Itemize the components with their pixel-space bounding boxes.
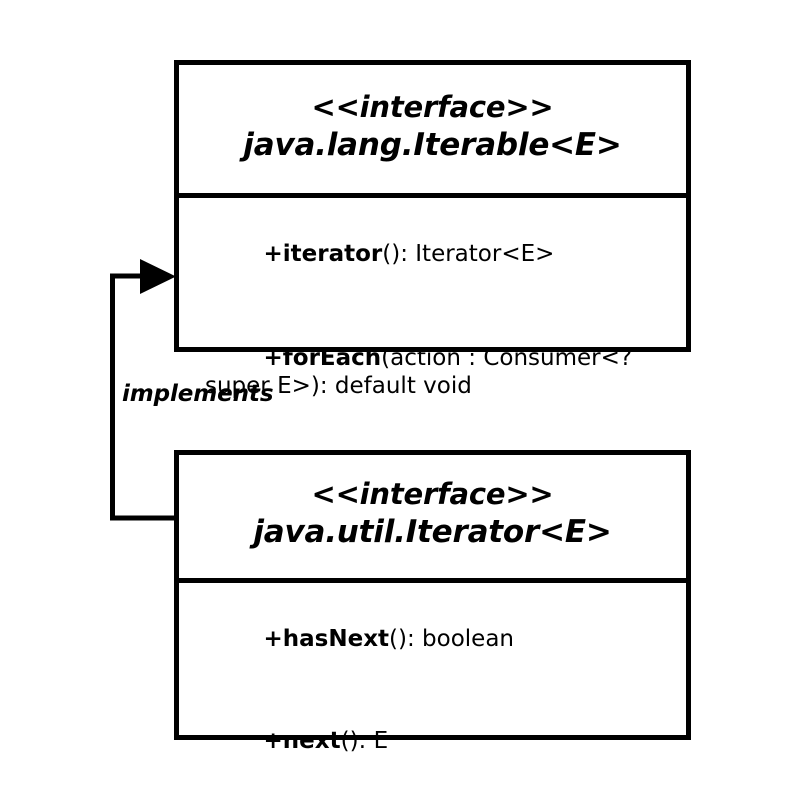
class-box-iterable[interactable]: <<interface>> java.lang.Iterable<E> +ite…: [174, 60, 691, 399]
member-row: +hasNext(): boolean: [196, 597, 676, 681]
member-row: +forEach(action : Consumer<? super E>): …: [196, 316, 676, 428]
class-stereotype-iterator: <<interface>>: [311, 477, 554, 512]
member-name: forEach: [282, 345, 382, 372]
member-signature: (): Iterator<E>: [382, 241, 555, 268]
member-name: hasNext: [282, 626, 390, 653]
relationship-label-implements: implements: [122, 381, 274, 407]
member-row: +iterator(): Iterator<E>: [196, 212, 676, 296]
class-name-iterator: java.util.Iterator<E>: [253, 514, 612, 551]
class-box-iterator[interactable]: <<interface>> java.util.Iterator<E> +has…: [174, 450, 691, 754]
member-name: iterator: [282, 241, 383, 268]
class-header-iterable: <<interface>> java.lang.Iterable<E>: [179, 65, 686, 198]
member-signature: (action : Consumer<? super E>): default …: [205, 345, 640, 400]
member-signature: (): E: [340, 728, 389, 755]
member-visibility: +: [263, 728, 283, 755]
member-visibility: +: [263, 626, 283, 653]
member-visibility: +: [263, 241, 283, 268]
member-name: next: [282, 728, 341, 755]
class-members-iterable: +iterator(): Iterator<E> +forEach(action…: [179, 198, 686, 438]
class-header-iterator: <<interface>> java.util.Iterator<E>: [179, 455, 686, 583]
class-members-iterator: +hasNext(): boolean +next(): E +remove()…: [179, 583, 686, 800]
class-stereotype-iterable: <<interface>>: [311, 89, 554, 124]
member-signature: (): boolean: [389, 626, 515, 653]
member-visibility: +: [263, 345, 283, 372]
generalization-arrowhead-icon: [140, 259, 176, 294]
member-row: +next(): E: [196, 699, 676, 783]
class-name-iterable: java.lang.Iterable<E>: [243, 126, 622, 163]
